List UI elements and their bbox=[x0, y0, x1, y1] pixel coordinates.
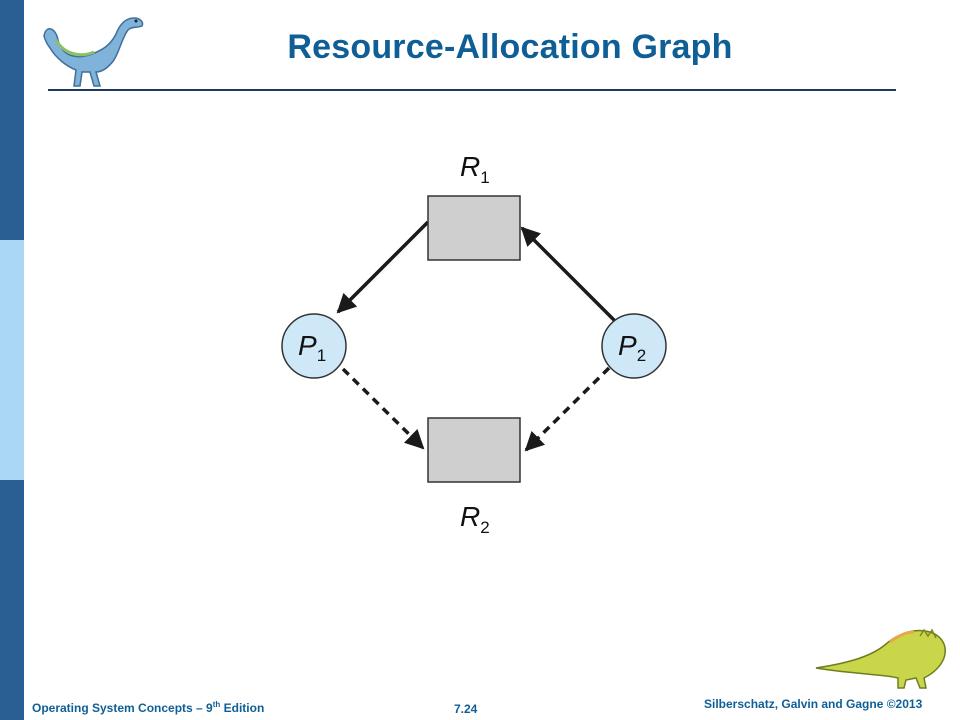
footer-copyright: Silberschatz, Galvin and Gagne ©2013 bbox=[704, 697, 923, 711]
resource-r1 bbox=[427, 195, 521, 261]
resource-allocation-graph: R1 R2 P1 P2 bbox=[281, 151, 667, 537]
label-p2: P2 bbox=[618, 330, 646, 365]
label-r2: R2 bbox=[460, 501, 490, 537]
side-bar-middle bbox=[0, 240, 24, 480]
label-p1: P1 bbox=[298, 330, 326, 365]
process-p2 bbox=[601, 313, 667, 379]
edge-p2-to-r2-claim bbox=[524, 366, 611, 452]
edge-p2-to-r1 bbox=[520, 226, 617, 323]
edge-r1-to-p1 bbox=[336, 220, 430, 314]
footer-book-title: Operating System Concepts – 9th Edition bbox=[32, 700, 265, 715]
resource-r2 bbox=[427, 417, 521, 483]
side-bar-bottom bbox=[0, 480, 24, 720]
dinosaur-logo-icon bbox=[43, 17, 144, 87]
process-p1 bbox=[281, 313, 347, 379]
footer-page-number: 7.24 bbox=[454, 702, 478, 716]
edge-p1-to-r2-claim bbox=[341, 367, 425, 450]
title-underline bbox=[48, 89, 896, 91]
side-bar-top bbox=[0, 0, 24, 240]
label-r1: R1 bbox=[460, 151, 490, 187]
slide-title: Resource-Allocation Graph bbox=[287, 28, 733, 66]
dinosaur-footer-icon bbox=[815, 628, 946, 689]
